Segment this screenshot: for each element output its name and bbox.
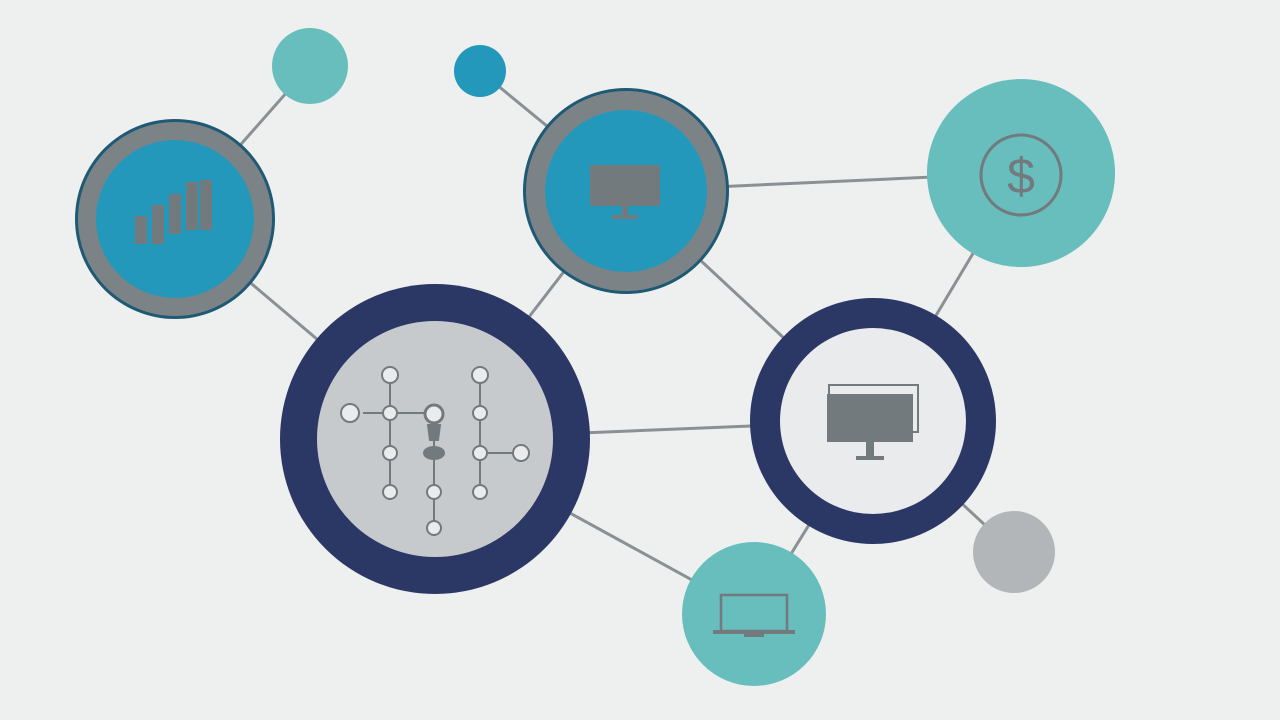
laptop-icon	[713, 593, 795, 637]
desktop-monitor-icon	[827, 384, 919, 460]
desktop-node	[750, 298, 996, 544]
dollar-sign: $	[1007, 148, 1035, 204]
dot-teal	[272, 28, 348, 104]
dot-gray	[973, 511, 1055, 593]
finance-node-fill	[927, 79, 1115, 267]
monitor-icon	[590, 165, 660, 219]
dot-blue	[454, 45, 506, 97]
circuit-icon	[340, 366, 530, 536]
finance-node: $	[927, 79, 1115, 267]
hub-node	[280, 284, 590, 594]
bar-chart-icon	[135, 180, 212, 244]
dollar-icon: $	[979, 133, 1063, 217]
top-monitor-node	[523, 88, 729, 294]
laptop-node	[682, 542, 826, 686]
laptop-node-fill	[682, 542, 826, 686]
analytics-node	[75, 119, 275, 319]
